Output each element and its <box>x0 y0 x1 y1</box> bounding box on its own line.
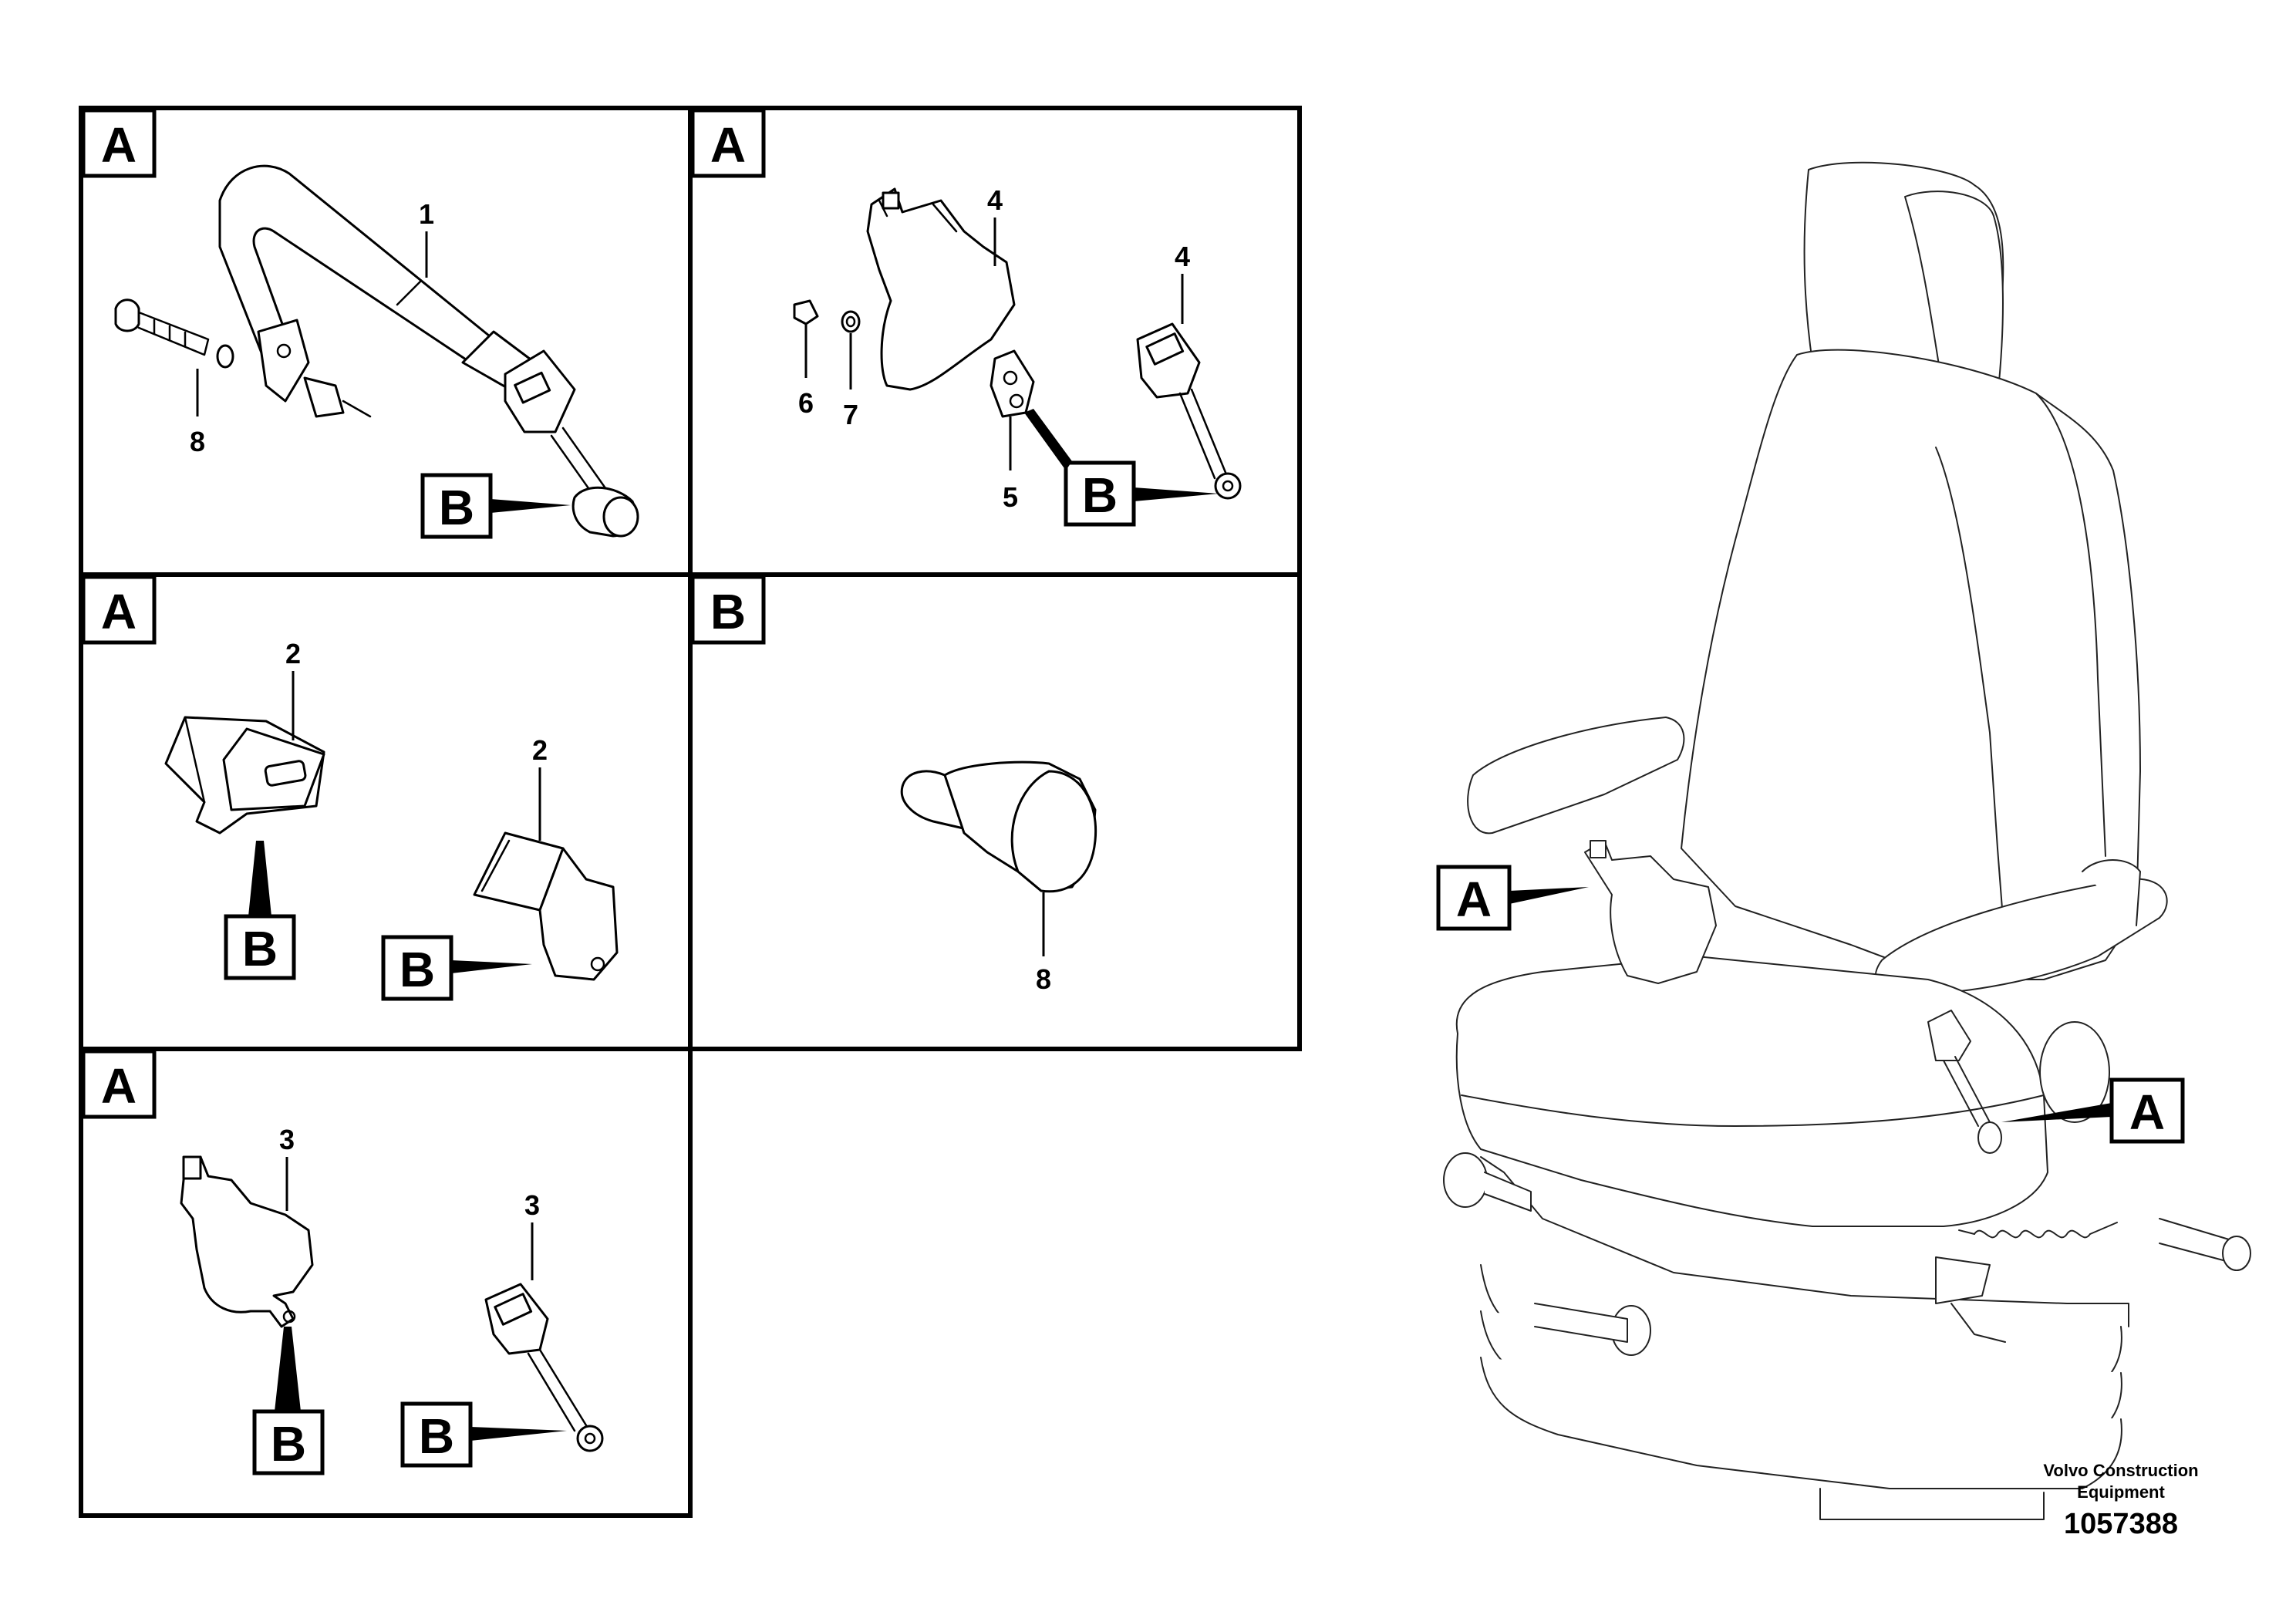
part-label-5: 5 <box>1003 416 1018 513</box>
svg-text:A: A <box>101 117 137 173</box>
svg-text:A: A <box>710 117 746 173</box>
svg-text:B: B <box>271 1416 306 1472</box>
part-label-7: 7 <box>843 333 858 430</box>
buckle-bracket-illustration <box>793 187 1242 500</box>
panel-letter-p4: B <box>690 575 766 645</box>
svg-text:1: 1 <box>419 198 434 230</box>
svg-text:8: 8 <box>1036 963 1051 995</box>
part-label-4b: 4 <box>1175 241 1190 324</box>
svg-text:A: A <box>2129 1084 2165 1140</box>
panel-letter-p3: A <box>81 575 157 645</box>
callout-b-p2: B <box>1024 409 1219 527</box>
svg-text:4: 4 <box>1175 241 1190 272</box>
panel-letter-p5: A <box>81 1049 157 1119</box>
svg-text:B: B <box>439 480 474 535</box>
svg-text:B: B <box>1082 467 1118 523</box>
svg-text:A: A <box>101 1058 137 1114</box>
callout-b-p5b: B <box>400 1401 567 1468</box>
operator-seat-illustration <box>1443 161 2251 1520</box>
svg-text:2: 2 <box>532 734 548 766</box>
pin-illustration <box>900 760 1097 893</box>
part-label-8-pin: 8 <box>1036 892 1051 995</box>
callout-a-seat-left: A <box>1436 865 1589 931</box>
svg-text:5: 5 <box>1003 481 1018 513</box>
callout-b-p1: B <box>420 473 571 539</box>
part-label-3b: 3 <box>524 1189 540 1280</box>
callout-a-seat-right: A <box>2001 1077 2185 1144</box>
svg-text:Volvo Construction: Volvo Construction <box>2043 1461 2198 1480</box>
part-label-2b: 2 <box>532 734 548 841</box>
svg-text:8: 8 <box>190 426 205 457</box>
svg-text:4: 4 <box>987 184 1003 216</box>
svg-text:A: A <box>101 584 137 639</box>
svg-text:6: 6 <box>798 387 814 419</box>
part-label-6: 6 <box>798 324 814 419</box>
svg-text:B: B <box>419 1408 454 1464</box>
part-label-1: 1 <box>419 198 434 278</box>
callout-b-p5a: B <box>252 1327 325 1475</box>
credit-block: Volvo Construction Equipment 1057388 <box>2043 1461 2198 1540</box>
svg-text:B: B <box>242 921 278 976</box>
svg-text:A: A <box>1456 872 1492 927</box>
svg-text:1057388: 1057388 <box>2064 1508 2178 1540</box>
svg-text:7: 7 <box>843 399 858 430</box>
svg-text:Equipment: Equipment <box>2077 1482 2165 1502</box>
svg-text:B: B <box>400 942 435 997</box>
part-label-4a: 4 <box>987 184 1003 266</box>
callout-b-p3b: B <box>381 935 532 1001</box>
panel-letter-p1: A <box>81 108 157 178</box>
buckle-variants-illustration <box>164 716 619 981</box>
belt-pair-illustration <box>180 1155 604 1452</box>
retractor-belt-illustration <box>114 164 639 538</box>
svg-text:B: B <box>710 584 746 639</box>
svg-text:2: 2 <box>285 638 301 669</box>
svg-text:3: 3 <box>279 1124 295 1155</box>
part-label-2a: 2 <box>285 638 301 740</box>
panel-grid <box>79 106 1302 1518</box>
part-label-3a: 3 <box>279 1124 295 1211</box>
part-label-8: 8 <box>190 369 205 457</box>
panel-letter-p2: A <box>690 108 766 178</box>
callout-b-p3a: B <box>224 841 296 980</box>
svg-text:3: 3 <box>524 1189 540 1221</box>
